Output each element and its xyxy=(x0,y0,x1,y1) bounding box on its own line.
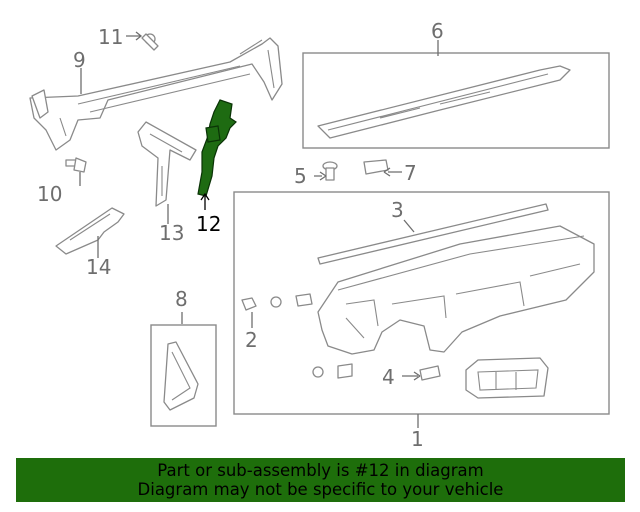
leader-lines xyxy=(79,31,439,428)
part-11-bolt xyxy=(141,33,159,51)
callout-8: 8 xyxy=(175,287,188,311)
callout-6: 6 xyxy=(431,19,444,43)
part-13-brace xyxy=(137,121,197,207)
part-2-clip xyxy=(241,293,313,311)
part-8-box xyxy=(150,324,217,427)
callout-2: 2 xyxy=(245,328,258,352)
part-3-strip xyxy=(317,203,549,265)
callout-10: 10 xyxy=(37,182,62,206)
callout-5: 5 xyxy=(294,164,307,188)
part-8-cover xyxy=(163,341,199,411)
part-5-clip xyxy=(322,161,338,181)
part-1-glove-box xyxy=(465,357,549,399)
callout-14: 14 xyxy=(86,255,111,279)
part-6-box xyxy=(302,52,610,149)
callout-4: 4 xyxy=(382,365,395,389)
callout-1: 1 xyxy=(411,427,424,451)
callout-12: 12 xyxy=(196,212,221,236)
part-4-fastener xyxy=(312,363,441,381)
banner-line-1: Part or sub-assembly is #12 in diagram xyxy=(157,461,484,480)
part-12-highlighted-bracket xyxy=(197,99,237,197)
part-1-box xyxy=(233,191,610,415)
callout-9: 9 xyxy=(73,48,86,72)
part-10-bolt xyxy=(65,157,87,173)
part-6-panel xyxy=(317,65,571,139)
part-14-bracket xyxy=(55,207,125,255)
callout-13: 13 xyxy=(159,221,184,245)
banner-line-2: Diagram may not be specific to your vehi… xyxy=(137,480,504,499)
part-9-cross-car-beam xyxy=(29,37,283,151)
callout-7: 7 xyxy=(404,161,417,185)
callout-3: 3 xyxy=(391,198,404,222)
info-banner: Part or sub-assembly is #12 in diagram D… xyxy=(16,458,625,502)
callout-11: 11 xyxy=(98,25,123,49)
part-1-instrument-panel xyxy=(317,225,595,355)
